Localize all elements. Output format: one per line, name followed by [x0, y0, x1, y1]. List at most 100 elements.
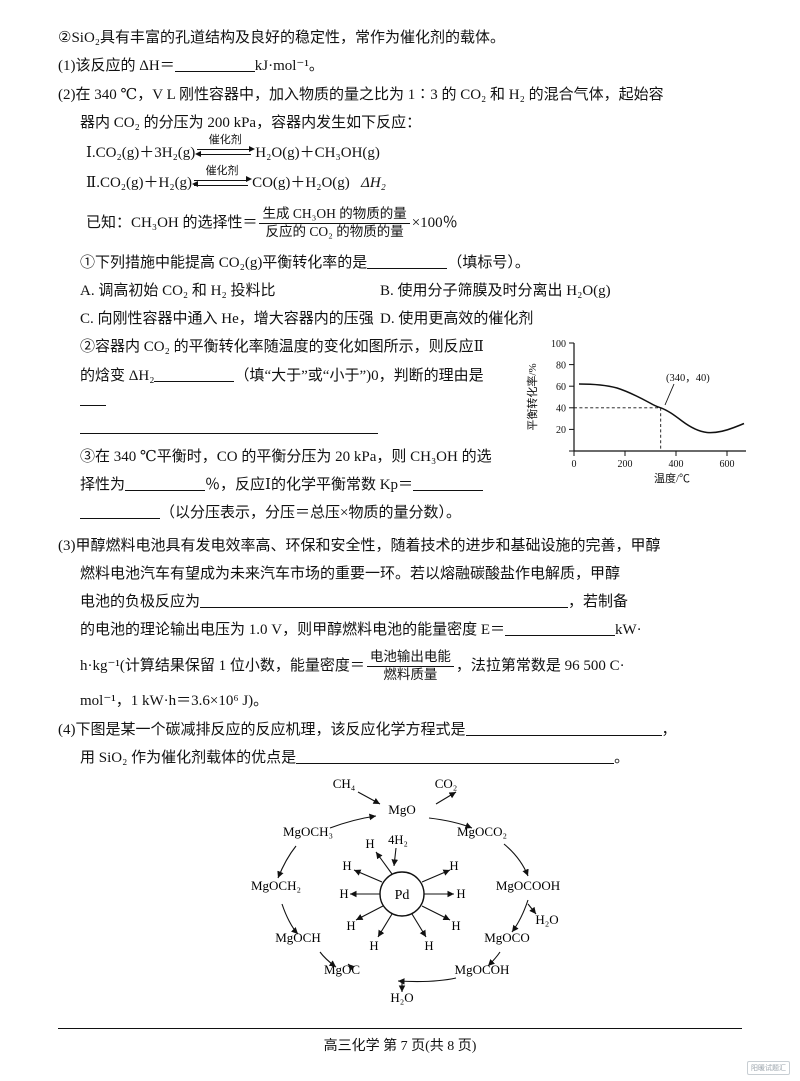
ring-species-mgo: MgO — [388, 802, 415, 817]
h-label-8: H — [456, 887, 465, 901]
svg-text:600: 600 — [720, 459, 735, 470]
q3-energy-pre: 的电池的理论输出电压为 1.0 V，则甲醇燃料电池的能量密度 E＝ — [80, 622, 505, 639]
answer-blank-anode-reaction[interactable] — [200, 591, 569, 609]
option-b[interactable]: B. 使用分子筛膜及时分离出 H₂O(g) — [380, 282, 611, 299]
subquestion-3-line3: （以分压表示，分压＝总压×物质的量分数）。 — [58, 501, 748, 525]
chart-annotation: (340，40) — [666, 373, 710, 384]
answer-blank-sub3-kp[interactable] — [413, 474, 484, 491]
option-d[interactable]: D. 使用更高效的催化剂 — [380, 311, 534, 328]
answer-blank-sub3-cont[interactable] — [80, 502, 160, 520]
answer-blank-sub2-reason-a[interactable] — [80, 389, 106, 407]
question-3-line4: 的电池的理论输出电压为 1.0 V，则甲醇燃料电池的能量密度 E＝kW· — [58, 618, 748, 642]
page-footer: 高三化学 第 7 页(共 8 页) — [323, 1039, 477, 1054]
answer-blank-reaction-equation[interactable] — [465, 719, 662, 736]
eq2-right: CO(g)＋H₂O(g) — [252, 175, 350, 192]
page-content: ②SiO₂具有丰富的孔道结构及良好的稳定性，常作为催化剂的载体。 (1)该反应的… — [58, 26, 748, 1012]
h-label-6: H — [424, 939, 433, 953]
chart-svg: 20 40 60 80 100 0 200 — [525, 339, 746, 485]
question-3-line3: 电池的负极反应为，若制备 — [58, 590, 748, 614]
question-3-line1: (3)甲醇燃料电池具有发电效率高、环保和安全性，随着技术的进步和基础设施的完善，… — [58, 537, 661, 554]
question-3-line6: mol⁻¹，1 kW·h＝3.6×10⁶ J)。 — [80, 693, 269, 710]
subquestion-1: ①下列措施中能提高 CO₂(g)平衡转化率的是（填标号）。 — [58, 251, 748, 275]
sub3-tail: （以分压表示，分压＝总压×物质的量分数）。 — [160, 505, 461, 522]
selectivity-fraction: 生成 CH₃OH 的物质的量反应的 CO₂ 的物质的量 — [259, 206, 410, 241]
options-row-2: C. 向刚性容器中通入 He，增大容器内的压强 D. 使用更高效的催化剂 — [58, 307, 748, 331]
h-label-2: H — [342, 859, 351, 873]
chart-xlabel: 温度/℃ — [654, 471, 690, 485]
energy-density-fraction: 电池输出电能燃料质量 — [366, 649, 454, 684]
answer-blank-sub2-reason-b[interactable] — [80, 418, 378, 435]
q4-pre: (4)下图是某一个碳减排反应的反应机理，该反应化学方程式是 — [58, 721, 466, 738]
answer-blank-sub2[interactable] — [154, 365, 235, 382]
option-c[interactable]: C. 向刚性容器中通入 He，增大容器内的压强 — [80, 311, 374, 328]
sub2-pre: 的焓变 ΔH₂ — [80, 367, 155, 384]
svg-text:0: 0 — [572, 459, 577, 470]
ring-species-mgoco: MgOCO — [484, 930, 530, 945]
eq1-right: H₂O(g)＋CH₃OH(g) — [255, 145, 380, 162]
footer-divider — [58, 1028, 742, 1029]
ring-species-mgoch2: MgOCH₂ — [251, 878, 301, 893]
line-sio2-note: ②SiO₂具有丰富的孔道结构及良好的稳定性，常作为催化剂的载体。 — [58, 30, 506, 46]
q3-e-pre: h·kg⁻¹(计算结果保留 1 位小数，能量密度＝ — [80, 657, 365, 674]
question-3-line2: 燃料电池汽车有望成为未来汽车市场的重要一环。若以熔融碳酸盐作电解质，甲醇 — [80, 565, 621, 582]
q1-text: (1)该反应的 ΔH＝ — [58, 58, 175, 75]
conversion-vs-temperature-chart: 20 40 60 80 100 0 200 — [522, 335, 754, 485]
selectivity-numerator: 生成 CH₃OH 的物质的量 — [259, 206, 410, 224]
eq2-enthalpy: ΔH₂ — [361, 175, 386, 192]
options-row-1: A. 调高初始 CO₂ 和 H₂ 投料比 B. 使用分子筛膜及时分离出 H₂O(… — [58, 279, 748, 303]
species-h2o-bottom: H₂O — [390, 990, 413, 1005]
eq1-left: Ⅰ.CO₂(g)＋3H₂(g) — [86, 145, 196, 162]
svg-text:400: 400 — [669, 459, 684, 470]
label-4h2: 4H₂ — [388, 833, 408, 847]
chart-curve — [578, 383, 745, 434]
answer-blank-sub1[interactable] — [367, 252, 448, 269]
sub3-mid: ％，反应Ⅰ的化学平衡常数 Kp＝ — [205, 476, 414, 493]
selectivity-denominator: 反应的 CO₂ 的物质的量 — [265, 223, 404, 239]
answer-blank-energy-density[interactable] — [505, 620, 615, 637]
sub1-tail: （填标号）。 — [447, 254, 530, 271]
svg-text:40: 40 — [556, 404, 566, 415]
selectivity-definition: 已知：CH₃OH 的选择性＝生成 CH₃OH 的物质的量反应的 CO₂ 的物质的… — [86, 206, 748, 241]
ring-species-mgocoh: MgOCOH — [455, 962, 510, 977]
q4b-pre: 用 SiO₂ 作为催化剂载体的优点是 — [80, 750, 297, 767]
subquestion-2-blank-line — [58, 416, 498, 440]
question-2-line2: 器内 CO₂ 的分压为 200 kPa，容器内发生如下反应： — [80, 114, 422, 131]
svg-text:100: 100 — [551, 339, 566, 350]
eq2-left: Ⅱ.CO₂(g)＋H₂(g) — [86, 175, 193, 192]
species-ch4: CH₄ — [333, 776, 356, 791]
selectivity-suffix: ×100％ — [411, 214, 458, 231]
h-label-7: H — [451, 919, 460, 933]
option-a[interactable]: A. 调高初始 CO₂ 和 H₂ 投料比 — [80, 282, 276, 299]
answer-blank-sio2-advantage[interactable] — [296, 747, 615, 765]
question-4-line1: (4)下图是某一个碳减排反应的反应机理，该反应化学方程式是， — [58, 718, 748, 742]
sub3-pre: 择性为 — [80, 476, 126, 493]
svg-text:60: 60 — [556, 382, 566, 393]
sub2-post: （填“大于”或“小于”)0，判断的理由是 — [234, 367, 484, 384]
species-h2o-right: H₂O — [535, 912, 558, 927]
ring-species-mgoco2: MgOCO₂ — [457, 824, 507, 839]
catalyst-label: Pd — [395, 888, 410, 903]
subquestion-2-line1: ②容器内 CO₂ 的平衡转化率随温度的变化如图所示，则反应Ⅱ — [80, 339, 484, 356]
mechanism-svg: CH₄ CO₂ MgO MgOCO₂ MgOCOOH MgOCO MgOCOH … — [251, 776, 560, 1005]
q1-unit: kJ·mol⁻¹。 — [254, 58, 324, 75]
ring-species-mgoch: MgOCH — [275, 930, 321, 945]
answer-blank-sub3-selectivity[interactable] — [125, 474, 206, 491]
reaction-mechanism-diagram: CH₄ CO₂ MgO MgOCO₂ MgOCOOH MgOCO MgOCOH … — [58, 774, 748, 1012]
equation-1: Ⅰ.CO₂(g)＋3H₂(g) 催化剂 H₂O(g)＋CH₃OH(g) — [58, 134, 748, 165]
question-4-line2: 用 SiO₂ 作为催化剂载体的优点是。 — [58, 746, 748, 770]
h-label-4: H — [346, 919, 355, 933]
energy-density-denominator: 燃料质量 — [383, 666, 438, 682]
ring-species-mgoc: MgOC — [324, 962, 360, 977]
watermark: 阳暖试题汇 — [747, 1061, 790, 1075]
question-2-line1: (2)在 340 ℃，V L 刚性容器中，加入物质的量之比为 1∶3 的 CO₂… — [58, 86, 664, 103]
ring-species-mgoch3: MgOCH₃ — [283, 824, 333, 839]
h-label-3: H — [339, 887, 348, 901]
svg-text:200: 200 — [618, 459, 633, 470]
svg-text:80: 80 — [556, 361, 566, 372]
answer-blank-q1[interactable] — [174, 56, 255, 73]
q3-neg-pre: 电池的负极反应为 — [80, 594, 201, 611]
eq1-catalyst-label: 催化剂 — [208, 134, 242, 147]
energy-density-numerator: 电池输出电能 — [366, 649, 454, 667]
